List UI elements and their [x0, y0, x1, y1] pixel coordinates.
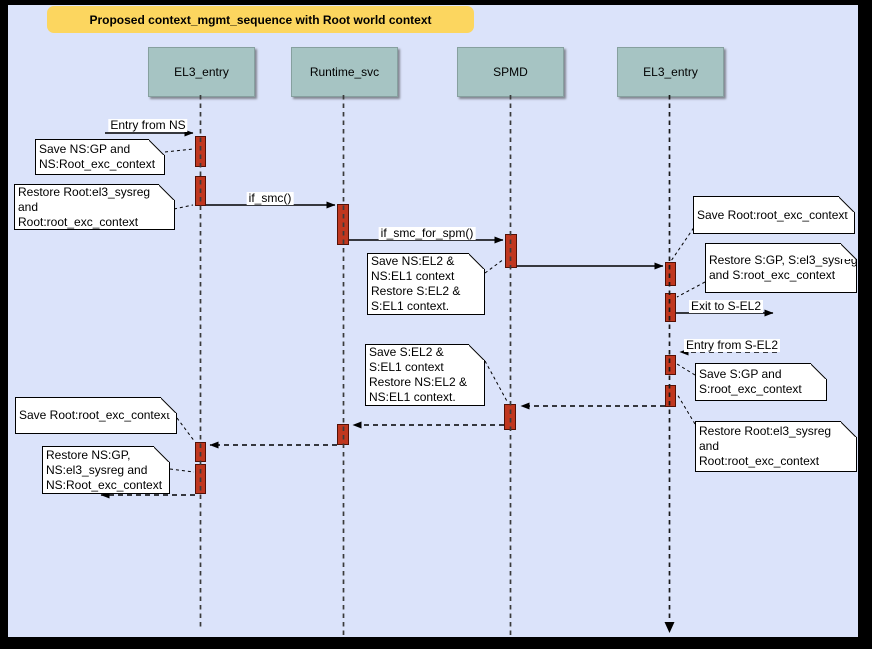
- note-fold-icon: [154, 446, 170, 462]
- note-fold-icon: [159, 184, 175, 200]
- actor-label: EL3_entry: [643, 65, 698, 79]
- message-entry-from-ns-label: Entry from NS: [108, 118, 188, 132]
- note-save-ns-el2: Save NS:EL2 & NS:EL1 context Restore S:E…: [367, 253, 485, 315]
- activation-el3-2-restore: [665, 385, 676, 407]
- note-save-root-exc-left: Save Root:root_exc_context: [15, 397, 177, 434]
- diagram-title: Proposed context_mgmt_sequence with Root…: [47, 6, 474, 33]
- note-fold-icon: [839, 196, 855, 212]
- activation-spmd-call: [505, 234, 517, 268]
- actor-el3-entry-2: EL3_entry: [617, 47, 724, 97]
- message-if-smc-label: if_smc(): [246, 191, 294, 205]
- note-save-s-el2: Save S:EL2 & S:EL1 context Restore NS:EL…: [365, 344, 485, 406]
- note-fold-icon: [811, 363, 827, 379]
- activation-el3-2-exit: [665, 293, 676, 322]
- note-restore-root-right: Restore Root:el3_sysreg and Root:root_ex…: [695, 421, 857, 472]
- activation-el3-1-return: [195, 442, 206, 462]
- actor-spmd: SPMD: [457, 47, 564, 97]
- activation-el3-2-entry: [665, 355, 676, 375]
- note-restore-root-left: Restore Root:el3_sysreg and Root:root_ex…: [14, 184, 175, 230]
- note-fold-icon: [149, 139, 165, 155]
- note-save-root-exc-right: Save Root:root_exc_context: [693, 196, 855, 234]
- note-fold-icon: [469, 344, 485, 360]
- note-restore-s-gp: Restore S:GP, S:el3_sysreg and S:root_ex…: [705, 243, 858, 293]
- actor-el3-entry-1: EL3_entry: [148, 47, 255, 97]
- note-save-s-gp: Save S:GP and S:root_exc_context: [695, 363, 827, 401]
- activation-el3-1-entry: [195, 136, 206, 167]
- actor-runtime-svc: Runtime_svc: [291, 47, 398, 97]
- activation-el3-2-save: [665, 262, 676, 286]
- note-fold-icon: [841, 421, 857, 437]
- activation-spmd-return: [504, 404, 516, 430]
- note-fold-icon: [469, 253, 485, 269]
- activation-el3-1-exit: [195, 464, 206, 494]
- activation-el3-1-smc: [195, 176, 206, 206]
- activation-runtime-call: [337, 204, 349, 245]
- note-fold-icon: [161, 397, 177, 413]
- message-entry-from-s-el2-label: Entry from S-EL2: [683, 338, 781, 352]
- activation-runtime-return: [337, 424, 349, 445]
- note-fold-icon: [841, 243, 857, 259]
- actor-label: SPMD: [493, 65, 528, 79]
- message-exit-to-s-el2-label: Exit to S-EL2: [688, 299, 764, 313]
- diagram-canvas: [8, 5, 858, 637]
- actor-label: Runtime_svc: [309, 65, 380, 79]
- note-save-ns-gp: Save NS:GP and NS:Root_exc_context: [35, 139, 165, 175]
- note-restore-ns-gp: Restore NS:GP, NS:el3_sysreg and NS:Root…: [42, 446, 170, 494]
- message-if-smc-for-spm-label: if_smc_for_spm(): [378, 226, 476, 240]
- actor-label: EL3_entry: [174, 65, 229, 79]
